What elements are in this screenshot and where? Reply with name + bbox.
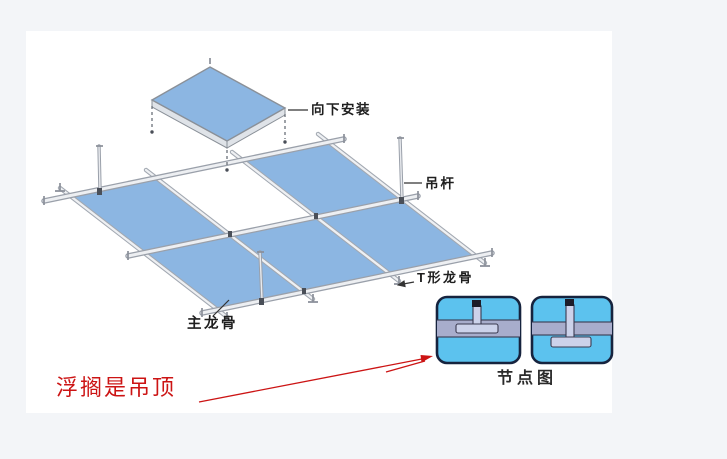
grid-clip bbox=[302, 288, 306, 294]
t-keel-flange bbox=[550, 336, 592, 348]
label-red-caption: 浮搁是吊顶 bbox=[56, 375, 177, 400]
t-keel-web bbox=[565, 304, 575, 341]
t-keel-flange bbox=[455, 323, 499, 334]
red-annotation-arrow bbox=[198, 355, 433, 403]
grid-clip bbox=[228, 231, 232, 237]
detail-box-left bbox=[435, 295, 522, 365]
label-main-keel: 主龙骨 bbox=[187, 316, 238, 332]
runner-end-caps bbox=[43, 134, 493, 317]
label-install-down: 向下安装 bbox=[311, 102, 371, 117]
tee-end-caps bbox=[55, 183, 490, 321]
leader-main-keel bbox=[212, 299, 230, 317]
floating-panel bbox=[150, 58, 287, 149]
drop-guide-dashes bbox=[150, 106, 287, 172]
bolt-nut bbox=[472, 300, 481, 307]
leader-lines bbox=[212, 109, 422, 317]
detail-box-right bbox=[530, 295, 614, 365]
label-node-diagram: 节点图 bbox=[497, 370, 558, 387]
bolt-nut bbox=[565, 299, 574, 306]
grid-clip bbox=[314, 213, 318, 219]
label-t-keel: T形龙骨 bbox=[417, 270, 474, 285]
leader-t-keel bbox=[396, 280, 415, 288]
main-runners bbox=[41, 134, 495, 317]
t-keel-web bbox=[472, 305, 482, 327]
ceiling-grid bbox=[41, 131, 495, 321]
hanger-rods bbox=[96, 136, 404, 305]
label-hanger-rod: 吊杆 bbox=[425, 176, 456, 191]
